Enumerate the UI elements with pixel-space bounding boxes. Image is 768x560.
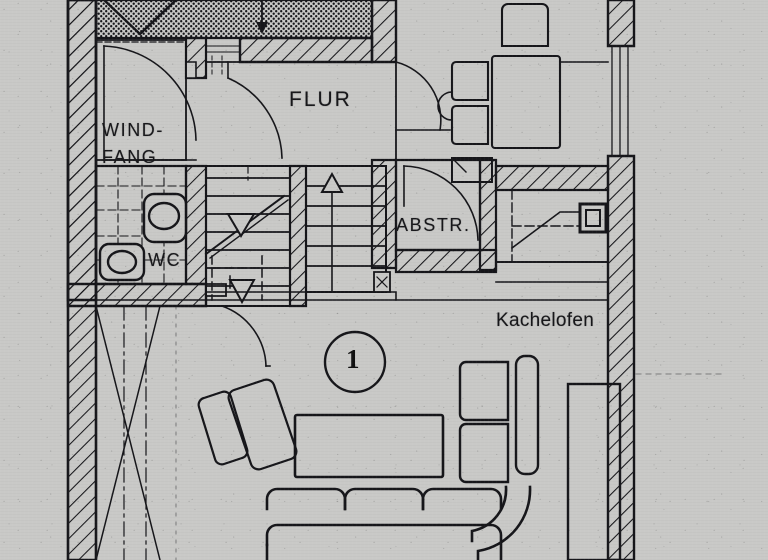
label-kachelofen: Kachelofen — [496, 310, 595, 331]
dining-group — [437, 2, 609, 183]
room-abstr — [394, 158, 498, 274]
window-right — [607, 45, 635, 157]
room-wc — [94, 164, 208, 286]
shelf-unit-1 — [458, 360, 510, 422]
label-windfang-line2: FANG — [102, 147, 158, 167]
door-swing-living — [220, 304, 271, 367]
room-flur — [205, 61, 451, 161]
armchair-seat — [227, 378, 298, 471]
right-shelving — [458, 354, 622, 560]
dining-chair-top — [500, 2, 550, 48]
sofa-corner-curve — [470, 485, 508, 543]
room-windfang — [95, 39, 197, 161]
shelf-unit-2 — [458, 422, 510, 484]
toilet — [98, 242, 146, 282]
dining-chair-left-1 — [450, 60, 490, 102]
label-wc: WC — [148, 250, 182, 270]
label-windfang-line1: WIND- — [102, 120, 164, 140]
window-left-living — [95, 305, 161, 560]
sideboard-right — [566, 382, 622, 560]
staircase — [204, 158, 398, 308]
dining-table — [490, 54, 562, 150]
room-number-marker — [323, 330, 387, 394]
stove-door — [578, 202, 608, 234]
armchair-arm — [197, 390, 249, 466]
sofa-three-seat — [265, 487, 503, 560]
label-abstr: ABSTR. — [396, 215, 471, 235]
room-number-label: 1 — [346, 344, 360, 374]
stair-arrow-up — [320, 171, 344, 193]
door-swing-flur-right — [395, 61, 442, 131]
wall-left-upper — [66, 0, 98, 302]
lintel-lines — [205, 45, 241, 53]
door-swing-windfang — [103, 45, 197, 141]
door-swing-abstr — [403, 165, 479, 241]
armchair-left — [197, 378, 298, 471]
label-flur: FLUR — [289, 88, 352, 111]
wall-pier-top-left — [184, 36, 208, 80]
door-swing-flur-left — [226, 76, 283, 159]
stair-arrow-down — [226, 213, 256, 238]
wall-top — [238, 0, 398, 64]
wall-mid-horizontal — [66, 282, 227, 308]
dining-chair-left-2 — [450, 104, 490, 146]
kachelofen-stove — [494, 164, 610, 283]
dining-chair-bottom — [451, 157, 493, 183]
stipple-zone-top — [94, 0, 374, 43]
tall-shelf — [514, 354, 540, 476]
coffee-table — [293, 413, 445, 479]
